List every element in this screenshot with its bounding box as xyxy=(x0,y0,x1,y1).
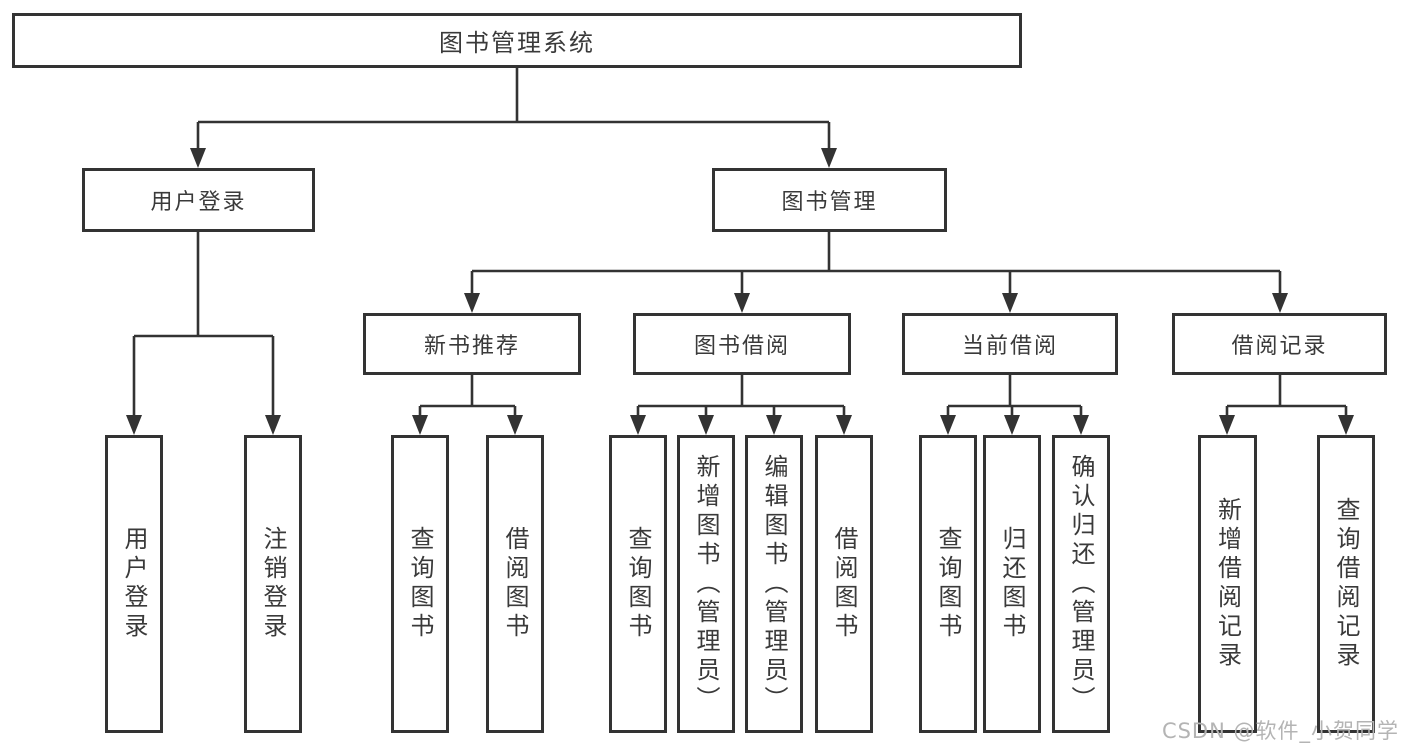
node-book-management-label: 图书管理 xyxy=(781,190,878,215)
leaf-logout-label: 注销登录 xyxy=(259,526,287,642)
node-root: 图书管理系统 xyxy=(12,13,1022,68)
leaf-query-book-recommend: 查询图书 xyxy=(391,435,449,733)
leaf-edit-book-admin: 编辑图书（管理员） xyxy=(745,435,803,733)
leaf-query-borrow-record-label: 查询借阅记录 xyxy=(1332,497,1360,671)
leaf-borrow-book-label: 借阅图书 xyxy=(830,526,858,642)
node-book-borrow: 图书借阅 xyxy=(633,313,851,375)
node-book-borrow-label: 图书借阅 xyxy=(693,334,790,359)
leaf-query-book-current: 查询图书 xyxy=(919,435,977,733)
leaf-user-login: 用户登录 xyxy=(105,435,163,733)
leaf-query-book-current-label: 查询图书 xyxy=(934,526,962,642)
leaf-return-book-label: 归还图书 xyxy=(998,526,1026,642)
leaf-borrow-book-recommend-label: 借阅图书 xyxy=(501,526,529,642)
node-root-label: 图书管理系统 xyxy=(439,29,595,57)
node-current-borrow: 当前借阅 xyxy=(902,313,1118,375)
leaf-logout: 注销登录 xyxy=(244,435,302,733)
leaf-query-borrow-record: 查询借阅记录 xyxy=(1317,435,1375,733)
leaf-add-book-admin-label: 新增图书（管理员） xyxy=(692,453,720,715)
leaf-query-book-borrow: 查询图书 xyxy=(609,435,667,733)
leaf-query-book-recommend-label: 查询图书 xyxy=(406,526,434,642)
node-book-management: 图书管理 xyxy=(712,168,947,232)
node-borrow-records: 借阅记录 xyxy=(1172,313,1387,375)
leaf-return-book: 归还图书 xyxy=(983,435,1041,733)
node-new-book-recommend-label: 新书推荐 xyxy=(423,334,520,359)
leaf-borrow-book-recommend: 借阅图书 xyxy=(486,435,544,733)
leaf-edit-book-admin-label: 编辑图书（管理员） xyxy=(760,453,788,715)
leaf-confirm-return-admin: 确认归还（管理员） xyxy=(1052,435,1110,733)
leaf-add-book-admin: 新增图书（管理员） xyxy=(677,435,735,733)
leaf-user-login-label: 用户登录 xyxy=(120,526,148,642)
node-borrow-records-label: 借阅记录 xyxy=(1231,334,1328,359)
leaf-add-borrow-record: 新增借阅记录 xyxy=(1198,435,1257,733)
node-current-borrow-label: 当前借阅 xyxy=(961,334,1058,359)
node-new-book-recommend: 新书推荐 xyxy=(363,313,581,375)
leaf-query-book-borrow-label: 查询图书 xyxy=(624,526,652,642)
node-user-login: 用户登录 xyxy=(82,168,315,232)
leaf-confirm-return-admin-label: 确认归还（管理员） xyxy=(1067,453,1095,715)
leaf-borrow-book: 借阅图书 xyxy=(815,435,873,733)
node-user-login-label: 用户登录 xyxy=(150,190,247,215)
csdn-watermark: CSDN @软件_小贺同学 xyxy=(1161,719,1399,743)
leaf-add-borrow-record-label: 新增借阅记录 xyxy=(1213,497,1242,671)
